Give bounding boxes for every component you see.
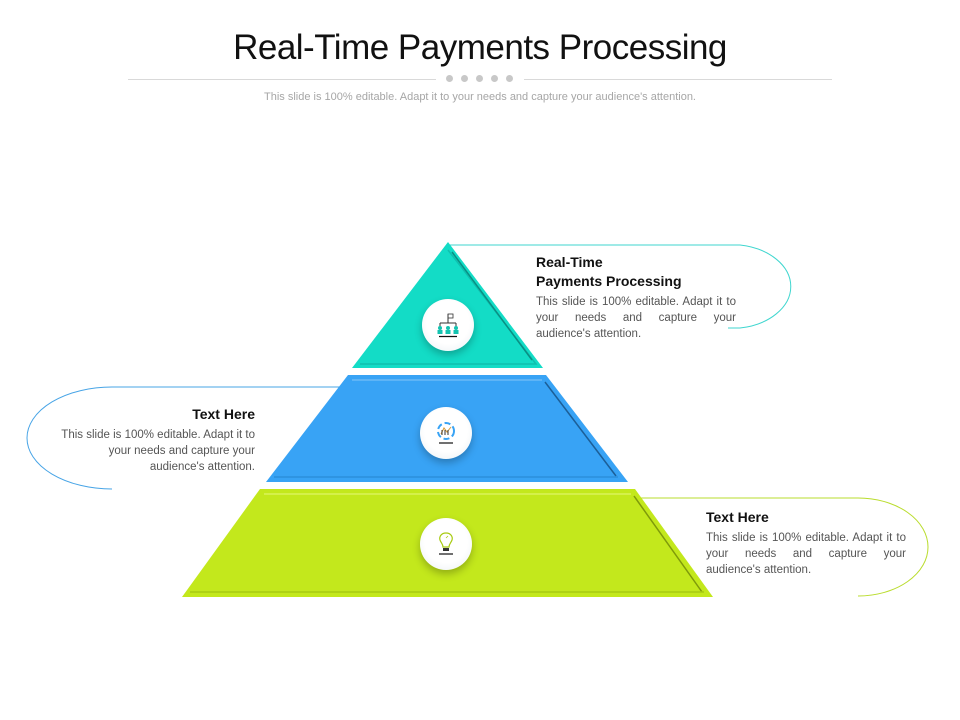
dot: [506, 75, 513, 82]
description-middle: This slide is 100% editable. Adapt it to…: [61, 429, 255, 473]
page-subtitle: This slide is 100% editable. Adapt it to…: [264, 91, 696, 103]
text-block-bottom: Text Here This slide is 100% editable. A…: [706, 508, 906, 578]
text-block-middle: Text Here This slide is 100% editable. A…: [55, 405, 255, 475]
text-block-top: Real-Time Payments Processing This slide…: [536, 253, 736, 342]
dot: [461, 75, 468, 82]
badge-bottom: [420, 518, 472, 570]
heading-middle: Text Here: [192, 406, 255, 422]
badge-middle: [420, 407, 472, 459]
title-dots: [446, 75, 513, 82]
description-bottom: This slide is 100% editable. Adapt it to…: [706, 532, 906, 576]
lightbulb-icon: [439, 532, 453, 555]
callout-outline-bottom: [640, 497, 929, 597]
dot: [476, 75, 483, 82]
organization-hierarchy-icon: [437, 313, 459, 338]
badge-top: [422, 299, 474, 351]
title-divider-left: [128, 79, 436, 80]
description-top: This slide is 100% editable. Adapt it to…: [536, 296, 736, 340]
callout-outline-top: [448, 244, 792, 329]
chart-refresh-icon: [437, 422, 455, 444]
dot: [446, 75, 453, 82]
callout-outline-middle: [26, 386, 348, 490]
heading-bottom: Text Here: [706, 509, 769, 525]
page-title: Real-Time Payments Processing: [233, 28, 727, 67]
heading-top-line1: Real-Time: [536, 254, 603, 270]
dot: [491, 75, 498, 82]
heading-top-line2: Payments Processing: [536, 273, 682, 289]
title-divider-right: [524, 79, 832, 80]
